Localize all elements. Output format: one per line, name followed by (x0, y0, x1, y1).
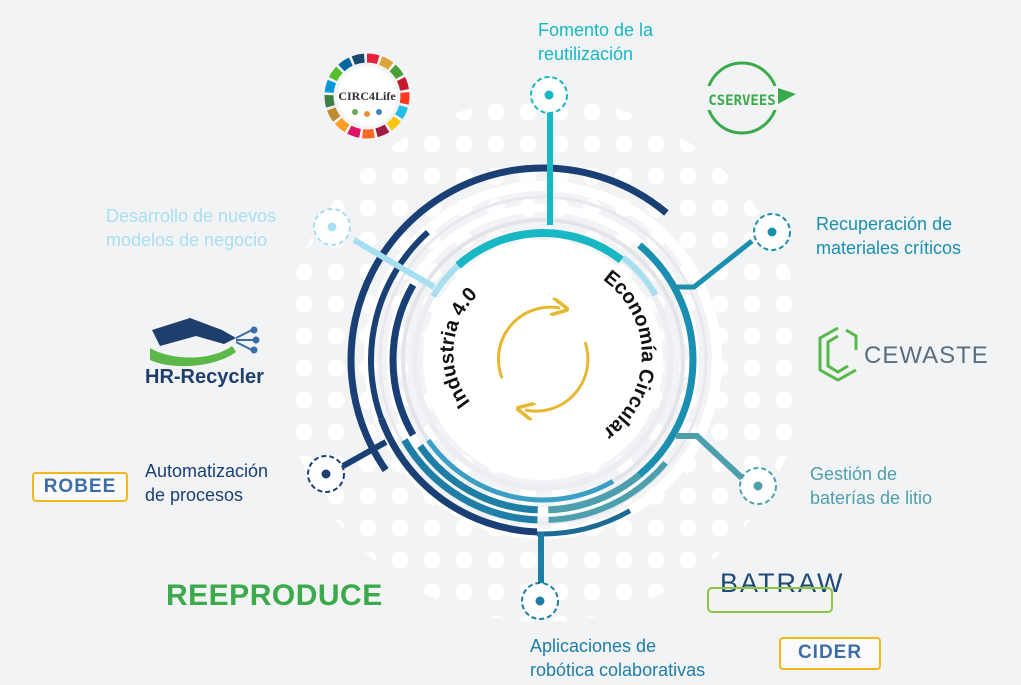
topic-line: materiales críticos (816, 238, 962, 258)
connector-modelos (352, 237, 436, 290)
cewaste-logo: CEWASTE (818, 326, 989, 382)
arc-automatizacion-left (389, 283, 417, 437)
topic-line: de procesos (145, 485, 244, 505)
connectors (307, 76, 791, 620)
cycle-arrows-icon (496, 307, 590, 411)
circ4life-ring-segment (324, 95, 335, 108)
ring-segments (347, 164, 697, 537)
arc-baterias-inner (548, 472, 642, 514)
topic-line: reutilización (538, 44, 634, 64)
batraw-text: BATRAW (720, 568, 845, 598)
cewaste-text: CEWASTE (864, 342, 989, 369)
node-modelos (313, 208, 351, 246)
node-baterias (739, 467, 777, 505)
topic-robotica: Aplicaciones de robótica colaborativas (530, 634, 705, 682)
circ4life-ring-segment (378, 56, 394, 70)
topic-line: baterías de litio (810, 488, 933, 508)
topic-line: Aplicaciones de (530, 636, 657, 656)
topic-line: robótica colaborativas (530, 660, 706, 680)
connector-automatizacion (341, 439, 388, 469)
circ4life-ring-segment (324, 79, 337, 94)
circ4life-ring-segment (327, 107, 341, 122)
node-reutilizacion (530, 76, 568, 114)
circ4life-ring-segment (396, 77, 409, 91)
arc-baterias-outer (548, 460, 668, 523)
center-disc (423, 240, 663, 480)
arc-automatizacion-outer (378, 417, 538, 536)
node-robotica (521, 582, 559, 620)
robee-badge: ROBEE (32, 472, 128, 502)
cider-badge: CIDER (779, 637, 881, 670)
cservees-text: CSERVEES (708, 93, 775, 109)
arc-robotica-outer (401, 438, 538, 524)
topic-line: Fomento de la (538, 20, 654, 40)
arc-robotica-outer-right (536, 508, 632, 537)
arc-automatizacion-upper (368, 229, 430, 420)
hr-recycler-text: HR-Recycler (145, 366, 264, 388)
circ4life-ring-segment (366, 53, 380, 65)
circ4life-ring-segment (334, 117, 350, 133)
circ4life-ring-segment (399, 92, 410, 105)
arc-modelos-inner (621, 255, 659, 297)
circ4life-ring-segment (389, 64, 404, 80)
node-materiales (753, 213, 791, 251)
arc-reutilizacion (455, 229, 624, 269)
reeproduce-text: REEPRODUCE (166, 579, 383, 612)
node-automatizacion (307, 455, 345, 493)
circ4life-ring-segment (351, 53, 365, 65)
circ4life-logo: CIRC4Life (324, 53, 410, 139)
circ4life-ring-segment (386, 116, 401, 131)
circ4life-ring-segment (362, 128, 375, 139)
topic-line: Recuperación de (816, 214, 953, 234)
topic-line: modelos de negocio (106, 230, 268, 250)
topic-materiales: Recuperación de materiales críticos (816, 212, 961, 260)
circ4life-ring-segment (375, 124, 390, 138)
plug-icon (778, 88, 796, 104)
connector-materiales (676, 239, 754, 290)
topic-automatizacion: Automatización de procesos (145, 459, 268, 507)
arc-robotica-inner (417, 444, 538, 514)
topic-line: Gestión de (810, 464, 898, 484)
topic-line: Desarrollo de nuevos (106, 206, 277, 226)
circ4life-ring-segment (328, 66, 343, 82)
connector-baterias (676, 433, 745, 481)
circ4life-ring-segment (338, 57, 353, 72)
arc-robotica-mid (426, 438, 615, 503)
reeproduce-logo: REEPRODUCE (166, 579, 383, 612)
cservees-logo: CSERVEES (703, 61, 796, 135)
topic-reutilizacion: Fomento de la reutilización (538, 18, 653, 66)
topic-baterias: Gestión de baterías de litio (810, 462, 932, 510)
arc-outer-navy-left (347, 164, 544, 473)
arc-outer-navy-top (542, 164, 669, 216)
arc-modelos-left (430, 263, 461, 299)
topic-line: Automatización (145, 461, 269, 481)
circ4life-ring-segment (394, 105, 408, 120)
arc-materiales (637, 242, 697, 478)
batraw-logo: BATRAW (707, 568, 845, 613)
circ4life-text: CIRC4Life (338, 89, 396, 103)
topic-modelos: Desarrollo de nuevos modelos de negocio (106, 204, 276, 252)
circ4life-ring-segment (347, 125, 361, 138)
hr-recycler-logo: HR-Recycler (145, 318, 264, 388)
